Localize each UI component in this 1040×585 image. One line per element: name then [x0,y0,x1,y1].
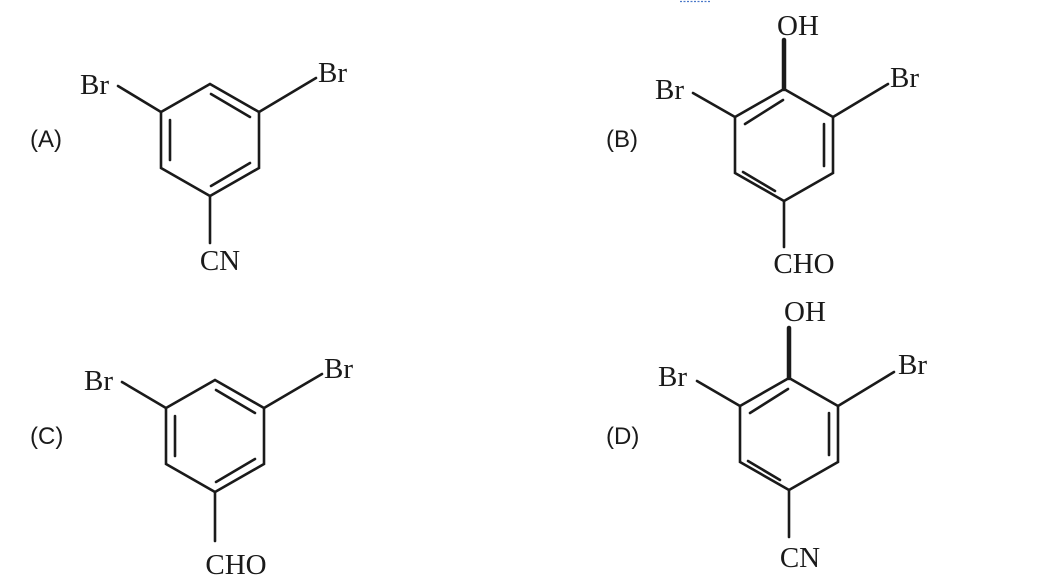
option-b-double-bond-3 [741,170,777,193]
option-b-right-substituent: Br [890,62,919,94]
option-a: (A) Br Br CN [30,57,347,277]
option-d-right-substituent: Br [898,349,927,381]
option-d-double-bond-1 [748,387,790,415]
option-c-right-substituent: Br [324,353,353,385]
option-c-double-bond-1 [214,388,257,415]
option-c-bottom-substituent: CHO [205,549,266,581]
option-b-bond-right [831,82,890,119]
option-b-left-substituent: Br [655,74,684,106]
option-c-bond-right [262,372,324,410]
option-b: (B) OH Br Br CHO [606,10,919,280]
option-a-right-substituent: Br [318,57,347,89]
option-d-ring [738,376,840,492]
option-c-left-substituent: Br [84,365,113,397]
option-c: (C) Br Br CHO [30,353,353,581]
option-c-hexagon [164,378,266,494]
option-c-double-bond-2 [214,457,257,484]
option-d-top-substituent: OH [784,296,826,328]
option-a-left-substituent: Br [80,69,109,101]
option-d: (D) OH Br Br CN [606,296,927,574]
option-d-label: (D) [606,423,639,450]
option-b-ring [733,87,835,203]
option-b-label: (B) [606,126,638,153]
option-c-bond-left [120,380,168,410]
option-a-double-bond-1 [209,92,252,119]
option-b-bottom-substituent: CHO [773,248,834,280]
option-d-bond-left [695,379,742,408]
option-c-label: (C) [30,423,63,450]
option-b-hexagon [733,87,835,203]
option-d-left-substituent: Br [658,361,687,393]
option-a-bottom-substituent: CN [200,245,240,277]
option-d-bond-right [836,370,896,408]
option-a-hexagon [159,82,261,198]
option-b-top-substituent: OH [777,10,819,42]
option-d-hexagon [738,376,840,492]
option-a-label: (A) [30,126,62,153]
option-c-ring [164,378,266,494]
option-d-double-bond-3 [746,459,782,482]
option-b-double-bond-1 [743,98,785,126]
option-d-bottom-substituent: CN [780,542,820,574]
option-b-bond-left [691,91,737,119]
option-a-ring [159,82,261,198]
option-a-bond-right [257,76,318,114]
option-a-double-bond-2 [209,161,252,188]
option-a-bond-left [116,84,163,114]
